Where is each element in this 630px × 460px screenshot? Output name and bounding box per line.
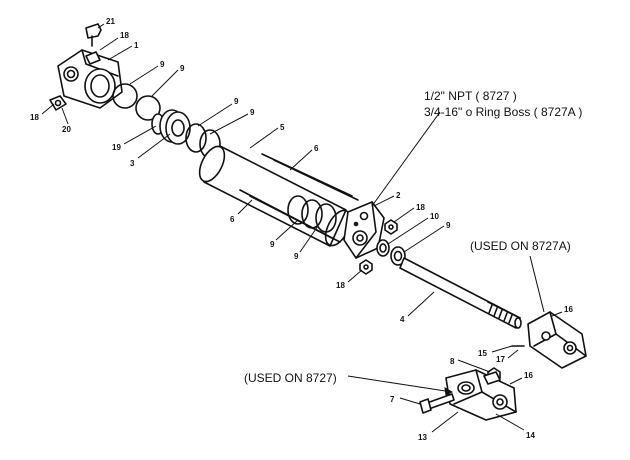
callout-20: 20: [62, 125, 71, 134]
part-3-piston: [159, 109, 191, 145]
part-6-tie-rods: [239, 153, 359, 243]
part-10-seal: [376, 239, 390, 257]
leader-lines: [41, 23, 563, 433]
part-1-rear-cap: [57, 49, 123, 109]
callout-numbers: 21 18 1 9 9 18 20 19 3 9 9 5 6 6 9 9 2 1…: [30, 17, 573, 442]
callout-17: 17: [496, 355, 505, 364]
part-9-orings-rear: [112, 83, 161, 121]
callout-13: 13: [418, 433, 427, 442]
part-9-orings-front: [287, 195, 337, 233]
callout-1: 1: [134, 41, 139, 50]
callout-3: 3: [130, 159, 135, 168]
part-5-barrel: [198, 145, 352, 247]
callout-6: 6: [314, 144, 319, 153]
callout-14: 14: [526, 431, 535, 440]
callout-9: 9: [250, 108, 255, 117]
part-18-nut-upper: [384, 219, 398, 235]
note-port-oring: 3/4-16" o Ring Boss ( 8727A ): [424, 105, 582, 119]
callout-19: 19: [112, 143, 121, 152]
part-21-fitting: [85, 23, 102, 47]
part-4-rod: [399, 257, 522, 329]
callout-9: 9: [270, 240, 275, 249]
part-9-gland-seal: [390, 246, 406, 266]
callout-9: 9: [294, 252, 299, 261]
part-7-bolt: [419, 393, 455, 414]
note-used-on-8727: (USED ON 8727): [244, 371, 337, 385]
callout-6: 6: [230, 215, 235, 224]
part-20-fitting: [49, 95, 67, 111]
annotations: 1/2" NPT ( 8727 ) 3/4-16" o Ring Boss ( …: [244, 89, 582, 385]
callout-7: 7: [390, 395, 395, 404]
note-port-npt: 1/2" NPT ( 8727 ): [424, 89, 517, 103]
callout-2: 2: [396, 191, 401, 200]
callout-18: 18: [30, 113, 39, 122]
callout-5: 5: [280, 123, 285, 132]
part-16-clevis-8727: [445, 369, 517, 421]
note-used-on-8727a: (USED ON 8727A): [470, 239, 571, 253]
callout-18: 18: [336, 281, 345, 290]
part-16-rod-clevis: [527, 311, 587, 369]
callout-10: 10: [430, 212, 439, 221]
callout-16: 16: [524, 371, 533, 380]
callout-18: 18: [416, 203, 425, 212]
callout-9: 9: [160, 60, 165, 69]
callout-9: 9: [446, 221, 451, 230]
callout-9: 9: [180, 64, 185, 73]
callout-16: 16: [564, 305, 573, 314]
callout-4: 4: [400, 315, 405, 324]
callout-9: 9: [234, 97, 239, 106]
part-18-nut-lower: [359, 259, 373, 275]
callout-8: 8: [450, 357, 455, 366]
callout-21: 21: [106, 17, 115, 26]
callout-15: 15: [478, 349, 487, 358]
callout-18: 18: [120, 31, 129, 40]
